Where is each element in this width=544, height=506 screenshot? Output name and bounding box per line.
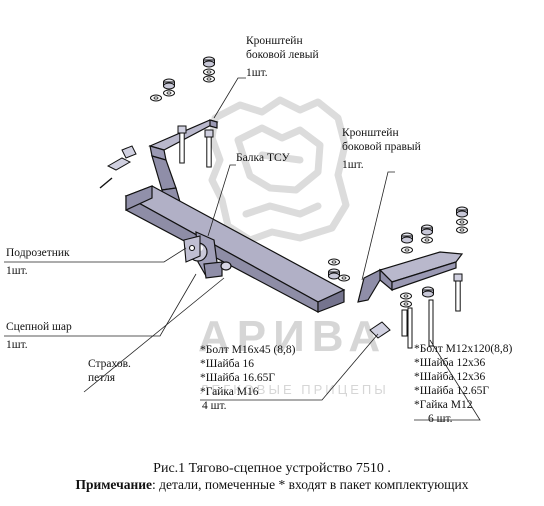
hardware-right-list: *Болт М12х120(8,8) *Шайба 12х36 *Шайба 1… [414, 342, 512, 426]
watermark-brand: АРИВА [198, 312, 388, 361]
right-hardware [369, 273, 463, 349]
note-label: Примечание [75, 477, 152, 492]
watermark-tagline: ЛЕГКОВЫЕ ПРИЦЕПЫ [200, 382, 389, 397]
hardware-right-qty: 6 шт. [428, 413, 453, 425]
socket-plate [183, 235, 201, 263]
figure-title: Рис.1 Тягово-сцепное устройство 7510 . [153, 461, 391, 476]
socket-plate-label: Подрозетник 1шт. [6, 247, 70, 277]
beam-label: Балка ТСУ [236, 152, 290, 164]
hardware-left-item: *Болт М16х45 (8,8) [200, 344, 296, 356]
figure-note: Примечание: детали, помеченные * входят … [0, 477, 544, 493]
tow-ball [188, 231, 232, 279]
left-bracket-label: Кронштейн боковой левый 1шт. [246, 35, 319, 79]
hardware-left-item: *Шайба 16.65Г [200, 372, 275, 384]
hardware-left-list: *Болт М16х45 (8,8) *Шайба 16 *Шайба 16.6… [200, 343, 295, 413]
hardware-left-qty: 4 шт. [202, 400, 227, 412]
right-bracket [357, 251, 464, 303]
hardware-right-item: *Шайба 12.65Г [414, 385, 489, 397]
leader-lines [4, 77, 481, 421]
left-hardware [99, 56, 215, 189]
ball-label: Сцепной шар 1шт. [6, 321, 72, 351]
hardware-right-item: *Болт М12х120(8,8) [414, 343, 513, 355]
hardware-right-item: *Гайка М12 [414, 399, 473, 411]
hardware-right-item: *Шайба 12х36 [414, 371, 486, 383]
hardware-left-item: *Гайка М16 [200, 386, 259, 398]
right-bracket-label: Кронштейн боковой правый 1шт. [342, 127, 421, 171]
safety-loop-label: Страхов. петля [88, 358, 131, 384]
note-text: : детали, помеченные * входят в пакет ко… [152, 477, 469, 492]
hardware-left-item: *Шайба 16 [200, 358, 254, 370]
hardware-right-item: *Шайба 12х36 [414, 357, 486, 369]
main-beam [124, 185, 346, 313]
